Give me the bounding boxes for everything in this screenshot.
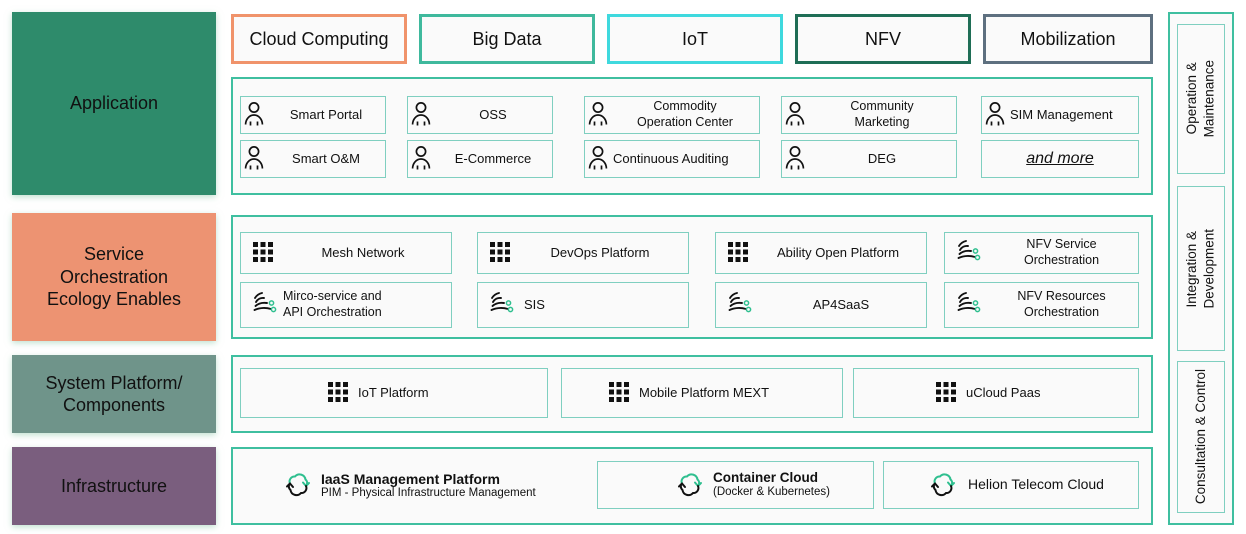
- grid-dots-icon: [488, 240, 512, 267]
- sp-item-mobile-platform-mext[interactable]: Mobile Platform MEXT: [561, 368, 843, 418]
- grid-dots-icon: [326, 380, 350, 407]
- orchestration-arc-icon: [953, 290, 985, 321]
- tab-label: NFV: [865, 28, 901, 49]
- app-item-deg[interactable]: DEG: [781, 140, 957, 178]
- tab-label: IoT: [681, 28, 708, 49]
- layer-label-service-orchestration: Service Orchestration Ecology Enables: [46, 244, 182, 310]
- app-item-sim-management[interactable]: SIM Management: [981, 96, 1139, 134]
- grid-dots-icon: [251, 240, 275, 267]
- sp-item-label: uCloud Paas: [966, 384, 1041, 400]
- so-item-label: NFV Service Orchestration: [1023, 237, 1100, 267]
- so-item-label: AP4SaaS: [812, 296, 870, 312]
- orchestration-arc-icon: [249, 290, 281, 321]
- app-item-label: Smart Portal: [289, 106, 363, 122]
- so-item-nfv-resources-orchestration[interactable]: NFV Resources Orchestration: [944, 282, 1139, 328]
- rail-item-label: Operation & Maintenance: [1184, 60, 1217, 138]
- layer-block-infrastructure[interactable]: Infrastructure: [12, 447, 216, 525]
- tab-big-data[interactable]: Big Data: [419, 14, 595, 64]
- so-item-label: SIS: [524, 296, 545, 312]
- cloud-recycle-icon: [673, 469, 705, 502]
- tab-label: Mobilization: [1020, 28, 1116, 49]
- layer-label-infrastructure: Infrastructure: [60, 475, 168, 496]
- app-item-label: Community Marketing: [850, 99, 914, 129]
- layer-block-application[interactable]: Application: [12, 12, 216, 195]
- cloud-recycle-icon: [281, 469, 313, 504]
- orchestration-arc-icon: [724, 290, 756, 321]
- person-icon: [408, 144, 434, 175]
- so-item-sis[interactable]: SIS: [477, 282, 689, 328]
- rail-item-integration-development[interactable]: Integration & Development: [1177, 186, 1225, 351]
- person-icon: [585, 100, 611, 131]
- layer-label-application: Application: [69, 93, 159, 114]
- app-item-e-commerce[interactable]: E-Commerce: [407, 140, 553, 178]
- so-item-label: NFV Resources Orchestration: [1017, 289, 1106, 319]
- layer-block-service-orchestration[interactable]: Service Orchestration Ecology Enables: [12, 213, 216, 341]
- so-item-ability-open-platform[interactable]: Ability Open Platform: [715, 232, 927, 274]
- tab-label: Cloud Computing: [249, 28, 389, 49]
- so-item-microservice-api-orchestration[interactable]: Mirco-service and API Orchestration: [240, 282, 452, 328]
- app-item-label: Commodity Operation Center: [637, 99, 733, 129]
- person-icon: [782, 144, 808, 175]
- app-item-label: E-Commerce: [454, 150, 532, 166]
- person-icon: [408, 100, 434, 131]
- infra-item-subtitle: (Docker & Kubernetes): [713, 485, 830, 498]
- person-icon: [241, 100, 267, 131]
- grid-dots-icon: [726, 240, 750, 267]
- so-item-label: Mirco-service and API Orchestration: [283, 289, 382, 319]
- sp-item-iot-platform[interactable]: IoT Platform: [240, 368, 548, 418]
- app-item-smart-om[interactable]: Smart O&M: [240, 140, 386, 178]
- tab-label: Big Data: [472, 28, 542, 49]
- infra-item-title: Container Cloud: [713, 470, 818, 486]
- rail-item-consultation-control[interactable]: Consultation & Control: [1177, 361, 1225, 513]
- tab-nfv[interactable]: NFV: [795, 14, 971, 64]
- orchestration-arc-icon: [953, 238, 985, 269]
- so-item-label: DevOps Platform: [550, 244, 650, 260]
- app-item-oss[interactable]: OSS: [407, 96, 553, 134]
- infra-item-title: IaaS Management Platform: [321, 471, 500, 488]
- app-item-label: Continuous Auditing: [613, 150, 729, 166]
- orchestration-arc-icon: [486, 290, 518, 321]
- sp-item-label: IoT Platform: [358, 384, 429, 400]
- sp-item-label: Mobile Platform MEXT: [639, 384, 770, 400]
- person-icon: [782, 100, 808, 131]
- person-icon: [982, 100, 1008, 131]
- infra-item-helion-telecom-cloud[interactable]: Helion Telecom Cloud: [883, 461, 1139, 509]
- app-item-label: and more: [1026, 150, 1094, 167]
- person-icon: [241, 144, 267, 175]
- tab-iot[interactable]: IoT: [607, 14, 783, 64]
- app-item-community-marketing[interactable]: Community Marketing: [781, 96, 957, 134]
- app-item-continuous-auditing[interactable]: Continuous Auditing: [584, 140, 760, 178]
- app-item-and-more[interactable]: and more: [981, 140, 1139, 178]
- infra-item-iaas-management-platform[interactable]: IaaS Management Platform PIM - Physical …: [281, 462, 581, 510]
- so-item-nfv-service-orchestration[interactable]: NFV Service Orchestration: [944, 232, 1139, 274]
- layer-label-system-platform: System Platform/ Components: [45, 372, 183, 416]
- infra-item-subtitle: PIM - Physical Infrastructure Management: [321, 487, 536, 500]
- app-item-label: SIM Management: [1010, 106, 1113, 122]
- so-item-ap4saas[interactable]: AP4SaaS: [715, 282, 927, 328]
- so-item-mesh-network[interactable]: Mesh Network: [240, 232, 452, 274]
- infra-item-container-cloud[interactable]: Container Cloud (Docker & Kubernetes): [597, 461, 874, 509]
- infra-item-title: Helion Telecom Cloud: [968, 476, 1104, 493]
- layer-block-system-platform[interactable]: System Platform/ Components: [12, 355, 216, 433]
- rail-item-label: Consultation & Control: [1193, 369, 1209, 505]
- grid-dots-icon: [607, 380, 631, 407]
- so-item-devops-platform[interactable]: DevOps Platform: [477, 232, 689, 274]
- so-item-label: Mesh Network: [321, 244, 405, 260]
- app-item-smart-portal[interactable]: Smart Portal: [240, 96, 386, 134]
- cloud-recycle-icon: [926, 469, 958, 502]
- grid-dots-icon: [934, 380, 958, 407]
- tab-mobilization[interactable]: Mobilization: [983, 14, 1153, 64]
- sp-item-ucloud-paas[interactable]: uCloud Paas: [853, 368, 1139, 418]
- app-item-label: OSS: [479, 106, 507, 122]
- person-icon: [585, 144, 611, 175]
- app-item-label: DEG: [867, 150, 897, 166]
- app-item-label: Smart O&M: [292, 150, 360, 166]
- so-item-label: Ability Open Platform: [776, 244, 900, 260]
- tab-cloud-computing[interactable]: Cloud Computing: [231, 14, 407, 64]
- app-item-commodity-operation-center[interactable]: Commodity Operation Center: [584, 96, 760, 134]
- rail-item-operation-maintenance[interactable]: Operation & Maintenance: [1177, 24, 1225, 174]
- rail-item-label: Integration & Development: [1184, 228, 1217, 309]
